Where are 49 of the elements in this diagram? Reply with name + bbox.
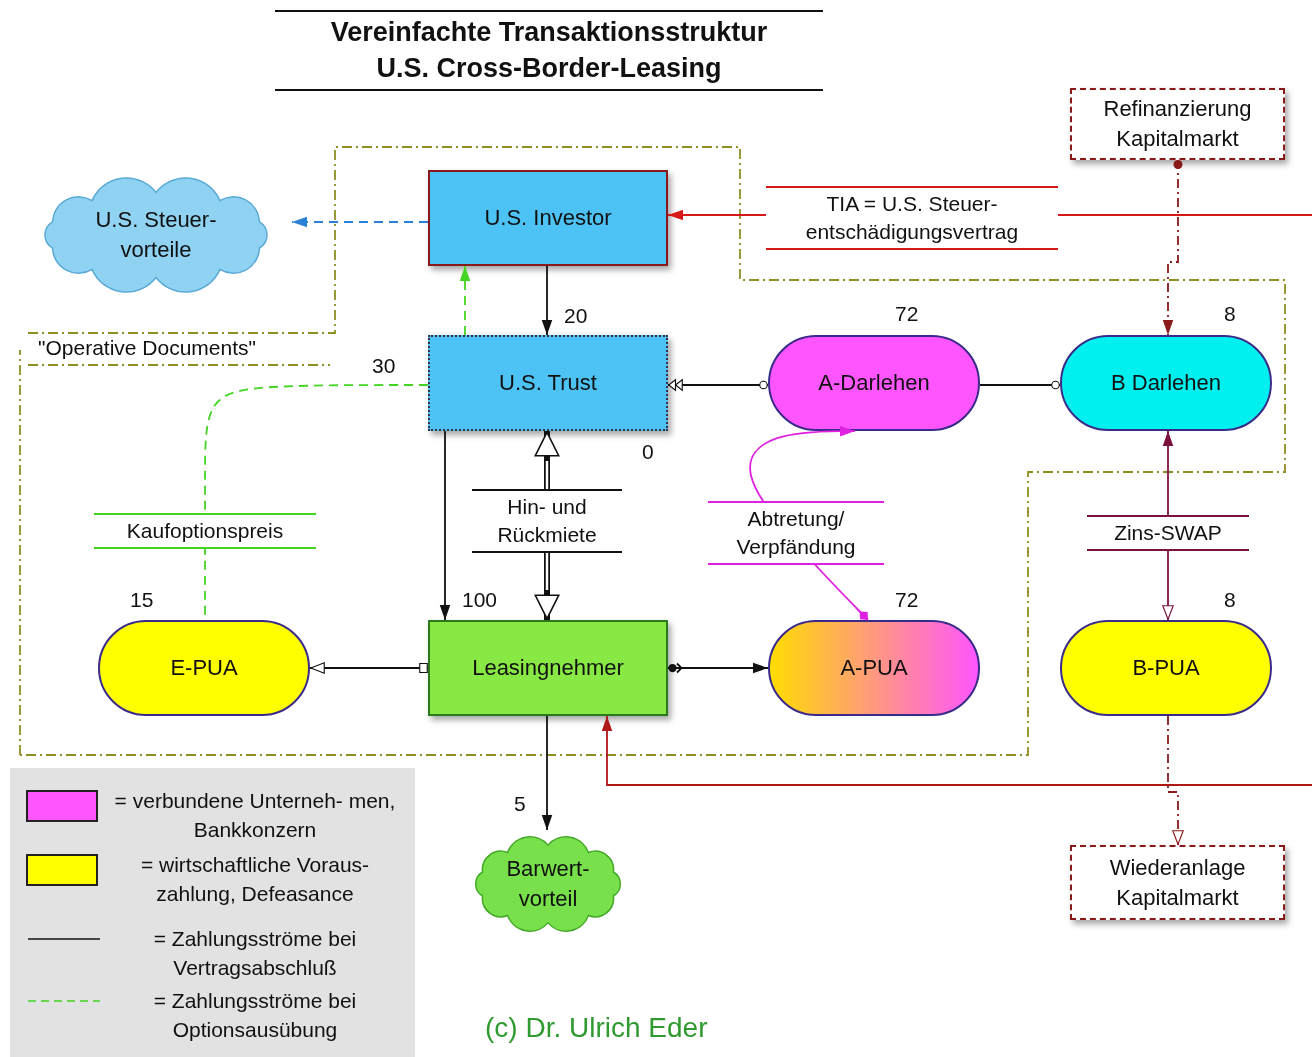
edge-label: TIA = U.S. Steuer- entschädigungsvertrag xyxy=(766,185,1058,251)
region-heading: "Operative Documents" xyxy=(38,336,256,360)
arrow xyxy=(1162,159,1183,336)
legend-text: = wirtschaftliche Voraus- zahlung, Defeasance xyxy=(139,852,371,908)
arrow xyxy=(601,715,1312,786)
process-box xyxy=(428,335,668,431)
amount-number: 72 xyxy=(895,588,919,612)
node-label: U.S. Trust xyxy=(499,369,597,398)
node-label: B Darlehen xyxy=(1110,369,1222,398)
node-label: Barwert- vorteil xyxy=(505,855,591,913)
node-label: Refinanzierung Kapitalmarkt xyxy=(1102,95,1253,153)
legend-text: = verbundene Unterneh- men, Bankkonzern xyxy=(113,788,397,844)
arrow xyxy=(667,662,769,674)
node-label: A-Darlehen xyxy=(818,369,930,398)
process-box xyxy=(428,620,668,716)
amount-number: 8 xyxy=(1224,588,1236,612)
amount-number: 100 xyxy=(462,588,498,612)
arrow xyxy=(439,430,451,621)
arrow xyxy=(541,265,553,336)
node-label: Leasingnehmer xyxy=(472,654,624,683)
edge-label: Hin- und Rückmiete xyxy=(472,488,622,554)
amount-number: 30 xyxy=(372,354,396,378)
legend-text: = Zahlungsströme bei Vertragsabschluß xyxy=(152,926,358,982)
process-box xyxy=(1070,88,1285,160)
amount-number: 0 xyxy=(642,440,654,464)
edge-label: Zins-SWAP xyxy=(1087,514,1249,552)
node-label: U.S. Investor xyxy=(484,204,612,233)
amount-number: 20 xyxy=(563,303,589,329)
diagram-title: Vereinfachte Transaktionsstruktur U.S. Cross-Border-Leasing xyxy=(275,10,823,91)
arrow xyxy=(309,662,429,674)
arrow xyxy=(291,216,429,228)
node-label: B-PUA xyxy=(1132,654,1200,683)
node-label: U.S. Steuer- vorteile xyxy=(94,206,218,264)
edge-label: Kaufoptionspreis xyxy=(94,512,316,550)
amount-number: 5 xyxy=(513,791,527,817)
node-label: Wiederanlage Kapitalmarkt xyxy=(1108,853,1247,912)
node-label: A-PUA xyxy=(840,654,908,683)
legend-text: = Zahlungsströme bei Optionsausübung xyxy=(152,988,358,1044)
amount-number: 8 xyxy=(1224,302,1236,326)
arrow xyxy=(459,265,471,336)
node-label: E-PUA xyxy=(170,654,238,683)
process-box xyxy=(1070,845,1285,920)
process-box xyxy=(428,170,668,266)
amount-number: 15 xyxy=(130,588,154,612)
arrow xyxy=(1167,715,1184,846)
arrow xyxy=(541,715,553,831)
copyright-note: (c) Dr. Ulrich Eder xyxy=(485,1012,708,1044)
amount-number: 72 xyxy=(895,302,919,326)
edge-label: Abtretung/ Verpfändung xyxy=(708,500,884,566)
